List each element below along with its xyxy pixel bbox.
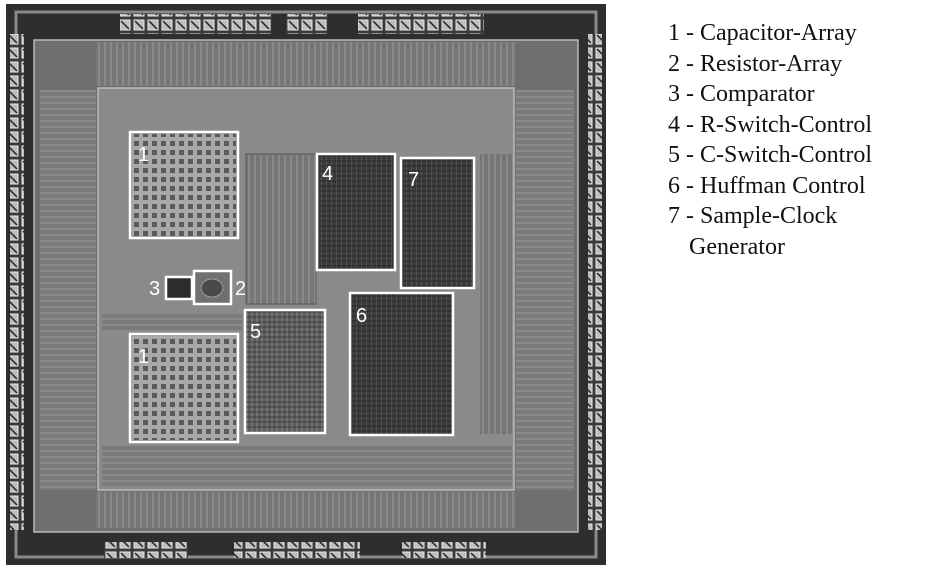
legend-separator: - (680, 20, 700, 46)
interconnect-band (102, 314, 242, 330)
bond-pads-bottom-mid (234, 542, 360, 558)
bond-pads-top-right (358, 14, 484, 34)
legend-separator: - (680, 172, 700, 199)
legend-text: Huffman Control (700, 172, 866, 199)
legend-separator: - (680, 203, 700, 229)
legend-item: 4 - R-Switch-Control (668, 110, 949, 141)
label-comparator: 3 (149, 278, 160, 300)
legend-text: Sample-Clock (700, 203, 838, 229)
io-cells-right (516, 90, 574, 490)
bond-pads-top-mid (286, 14, 328, 34)
legend-separator: - (680, 50, 700, 77)
legend-item-continuation: Generator (689, 233, 785, 260)
legend-text: Resistor-Array (700, 50, 843, 77)
bond-pads-right (588, 34, 602, 530)
legend-text: Capacitor-Array (700, 20, 857, 46)
io-cells-top (96, 42, 516, 86)
label-resistor-array: 2 (235, 278, 246, 300)
label-huffman-control: 6 (356, 305, 367, 327)
legend-separator: - (680, 142, 700, 168)
bond-pads-left (10, 34, 24, 530)
legend-text: C-Switch-Control (700, 142, 872, 168)
legend-number: 3 (668, 81, 680, 107)
io-cells-bottom (96, 492, 516, 528)
legend-text: Comparator (700, 81, 815, 107)
outline-capacitor-array-top (128, 130, 240, 240)
block-legend: 1 - Capacitor-Array 2 - Resistor-Array 3… (668, 18, 949, 262)
legend-item: 1 - Capacitor-Array (668, 18, 949, 49)
legend-item: 7 - Sample-Clock (668, 201, 949, 232)
io-cells-left (40, 90, 96, 490)
c-switch-control-block (246, 311, 324, 432)
legend-number: 5 (668, 142, 680, 168)
bond-pads-top-left (120, 14, 272, 34)
bond-pads-bottom-left (104, 542, 188, 558)
block-outlines (128, 130, 476, 444)
capacitor-array-top (132, 134, 236, 236)
outline-capacitor-array-bottom (128, 332, 240, 444)
comparator-block (167, 278, 191, 298)
legend-item: 3 - Comparator (668, 79, 949, 110)
legend-text: R-Switch-Control (700, 111, 872, 138)
bond-pads-bottom-right (402, 542, 486, 558)
label-capacitor-array-bottom: 1 (138, 346, 149, 368)
label-capacitor-array-top: 1 (138, 144, 149, 166)
outline-huffman-control (348, 291, 455, 437)
legend-item: 2 - Resistor-Array (668, 49, 949, 80)
legend-item: 5 - C-Switch-Control (668, 140, 949, 171)
label-c-switch-control: 5 (250, 321, 261, 343)
label-sample-clock-generator: 7 (408, 169, 419, 191)
legend-number: 2 (668, 50, 680, 77)
outline-sample-clock-generator (399, 156, 476, 290)
routing-region (102, 444, 512, 488)
r-switch-control-block (318, 155, 394, 269)
outline-resistor-array (192, 269, 233, 306)
capacitor-array-bottom (132, 336, 236, 440)
huffman-control-block (351, 294, 452, 434)
outline-r-switch-control (315, 152, 397, 272)
interconnect-column (245, 153, 317, 305)
outline-c-switch-control (243, 308, 327, 435)
legend-number: 4 (668, 111, 680, 138)
outline-comparator (164, 275, 194, 301)
legend-number: 1 (668, 20, 680, 46)
resistor-array-core (200, 278, 224, 298)
label-r-switch-control: 4 (322, 163, 333, 185)
legend-separator: - (680, 111, 700, 138)
chip-die-micrograph: 1 1 3 2 4 7 5 6 (6, 4, 606, 565)
interconnect-right (480, 154, 512, 434)
legend-item: 6 - Huffman Control (668, 171, 949, 202)
legend-number: 7 (668, 203, 680, 229)
sample-clock-generator-block (402, 159, 473, 287)
legend-separator: - (680, 81, 700, 107)
legend-number: 6 (668, 172, 680, 199)
